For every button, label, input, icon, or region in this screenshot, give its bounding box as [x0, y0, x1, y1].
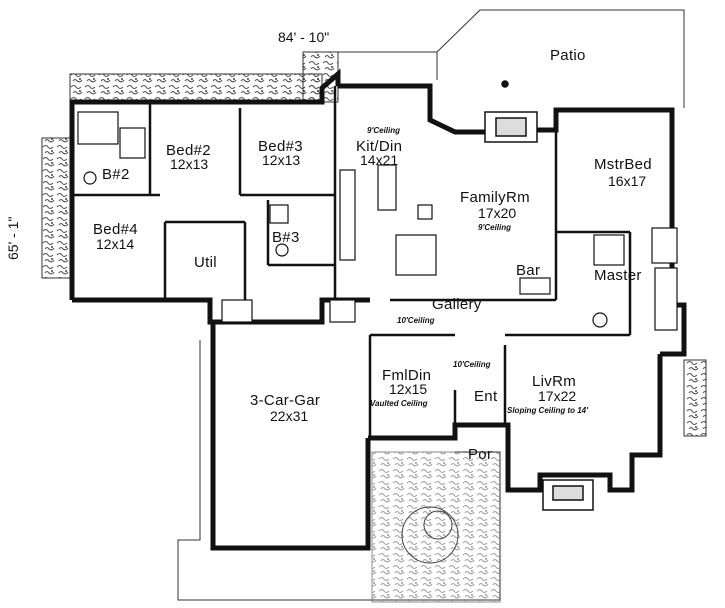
formal-dining-label: FmlDin: [382, 367, 432, 384]
living-room-label: LivRm: [532, 373, 577, 390]
bed3-size: 12x13: [262, 152, 301, 168]
gallery-label: Gallery: [432, 296, 482, 313]
living-room-ceiling-note: Sloping Ceiling to 14': [507, 406, 589, 415]
overall-depth-dimension: 65' - 1": [5, 216, 21, 260]
bed4-label: Bed#4: [93, 221, 138, 238]
interior-walls: [72, 86, 632, 438]
family-room-ceiling-note: 9'Ceiling: [478, 223, 512, 232]
bath3-label: B#3: [272, 229, 300, 246]
landscaping: [41, 51, 707, 603]
kitdin-ceiling-note: 9'Ceiling: [367, 126, 401, 135]
master-bath-label: Master: [594, 267, 642, 284]
bar-label: Bar: [516, 262, 541, 279]
garage-label: 3-Car-Gar: [250, 392, 321, 409]
gallery-ceiling-note: 10'Ceiling: [397, 316, 435, 325]
living-room-size: 17x22: [538, 388, 577, 404]
overall-width-dimension: 84' - 10": [278, 29, 330, 45]
master-bed-label: MstrBed: [594, 156, 652, 173]
fireplaces: [484, 80, 594, 511]
bed3-label: Bed#3: [258, 138, 303, 155]
patio-outline: [337, 9, 685, 108]
master-bed-size: 16x17: [608, 173, 647, 189]
fixtures: [77, 111, 678, 331]
bath2-label: B#2: [102, 166, 130, 183]
formal-dining-ceiling-note: Vaulted Ceiling: [370, 399, 428, 408]
family-room-size: 17x20: [478, 205, 517, 221]
bed4-size: 12x14: [96, 236, 135, 252]
entry-label: Ent: [474, 388, 498, 405]
garage-size: 22x31: [270, 408, 309, 424]
bed2-size: 12x13: [170, 156, 209, 172]
kitdin-label: Kit/Din: [356, 138, 403, 155]
site-outline: [177, 340, 501, 601]
kitdin-size: 14x21: [360, 152, 399, 168]
bed2-label: Bed#2: [166, 142, 211, 159]
entry-ceiling-note: 10'Ceiling: [453, 360, 491, 369]
util-label: Util: [194, 254, 217, 271]
porch-label: Por: [468, 446, 493, 463]
patio-label: Patio: [550, 47, 586, 64]
family-room-label: FamilyRm: [460, 189, 530, 206]
formal-dining-size: 12x15: [389, 381, 428, 397]
